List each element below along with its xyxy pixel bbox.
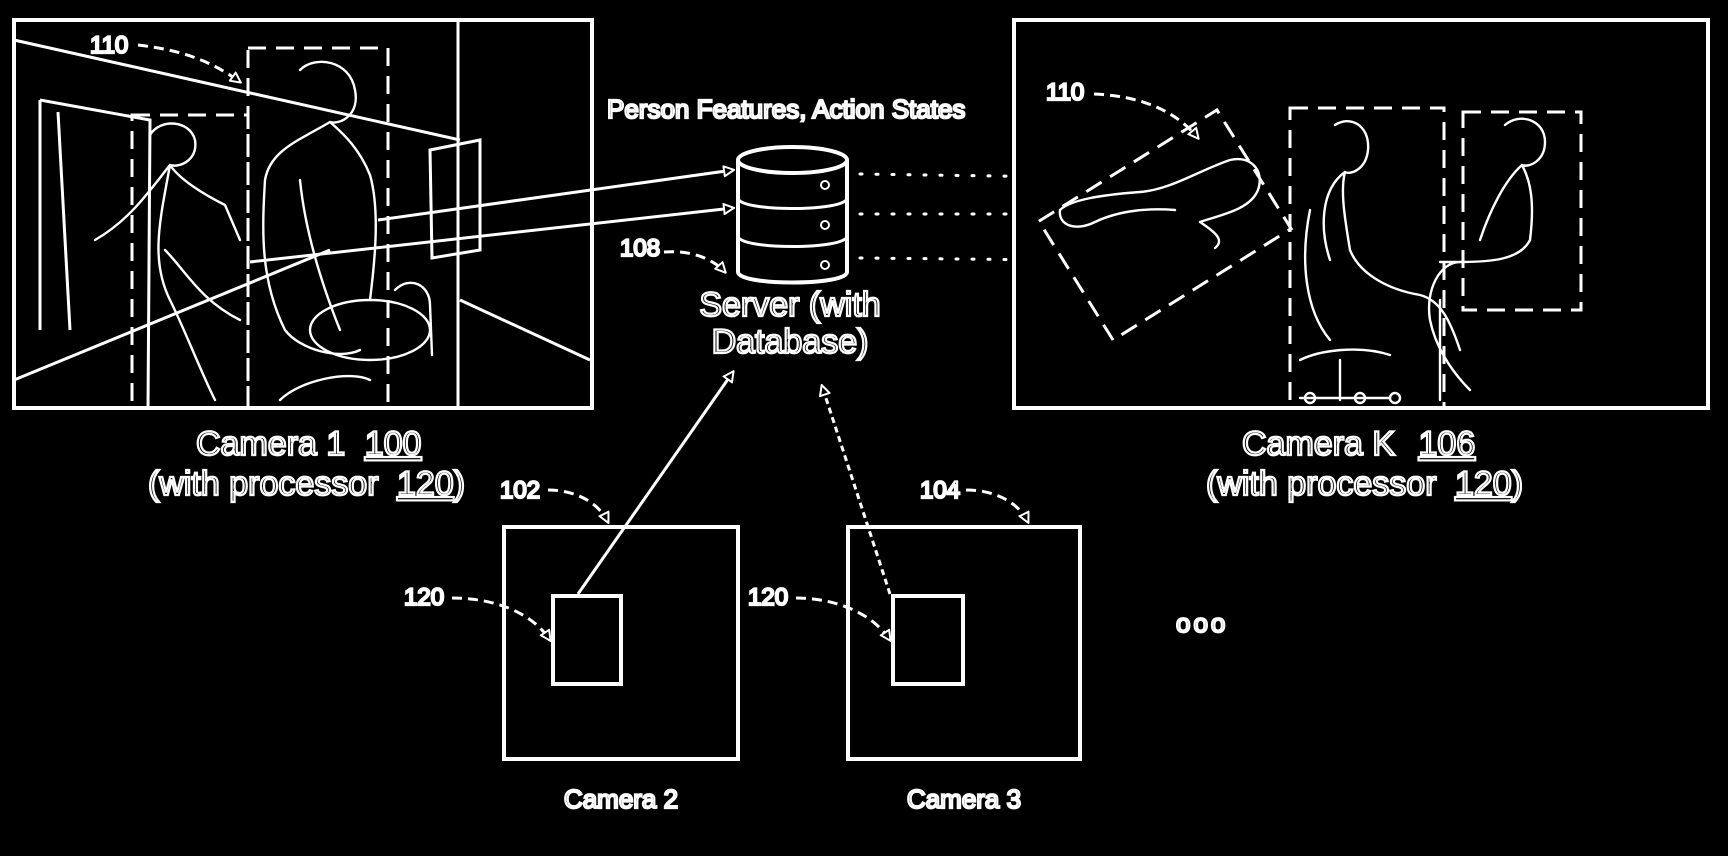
- camera-1-person-ref: 110: [90, 32, 128, 59]
- camera-k-frame: [1012, 18, 1710, 410]
- camera-2-processor-ref: 120: [404, 584, 444, 611]
- camera-1-label: Camera 1 100 (with processor 120): [147, 424, 466, 504]
- camera-k-ref: 106: [1419, 425, 1476, 463]
- camera-1-detection-box-right: [246, 46, 390, 410]
- more-cameras-ellipsis: ooo: [1176, 608, 1228, 638]
- camera-2-to-server-arrow: [576, 372, 733, 595]
- svg-text:Camera K 106: Camera K 106: [1242, 425, 1475, 463]
- server-database: Person Features, Action States 108 Serve…: [606, 93, 967, 362]
- camera-1-to-server-arrow-top: [377, 170, 733, 222]
- camera-3-ref: 104: [920, 477, 960, 504]
- camera-1-panel: 110: [12, 18, 594, 410]
- camera-k-scene: [1036, 106, 1583, 410]
- camera-k-person-ref: 110: [1046, 79, 1084, 106]
- camera-2-label: Camera 2: [564, 784, 678, 814]
- camera-k-label-prefix: Camera K: [1242, 425, 1395, 463]
- camera-3: 104 120 Camera 3: [747, 476, 1082, 815]
- database-icon: [736, 145, 849, 285]
- camera-1-processor-prefix: (with processor: [148, 465, 379, 503]
- camera-3-label: Camera 3: [907, 784, 1021, 814]
- features-label: Person Features, Action States: [607, 94, 965, 124]
- camera-k-detection-box-middle: [1288, 106, 1446, 410]
- camera-2-ref: 102: [500, 477, 540, 504]
- camera-k-processor-suffix: ): [1512, 465, 1523, 503]
- camera-1-label-prefix: Camera 1: [196, 425, 345, 463]
- camera-2-processor: [551, 594, 623, 686]
- camera-1-scene: [13, 20, 591, 410]
- camera-3-processor: [891, 594, 965, 686]
- svg-text:Camera 1 100: Camera 1 100: [196, 425, 421, 463]
- server-label-line2: Database): [712, 323, 869, 361]
- camera-1-frame: [12, 18, 594, 410]
- camera-k-label: Camera K 106 (with processor 120): [1205, 424, 1524, 504]
- camera-1-processor-ref: 120: [397, 465, 454, 503]
- camera-k-detection-box-right: [1461, 110, 1583, 312]
- camera-3-to-server-arrow: [822, 386, 892, 595]
- camera-k-detection-box-lying: [1036, 107, 1294, 343]
- server-ref: 108: [620, 235, 660, 262]
- camera-1-to-server-arrow-bottom: [249, 208, 733, 264]
- camera-2: 102 120 Camera 2: [403, 476, 740, 815]
- server-to-camera-k-link-3: [858, 256, 1260, 264]
- camera-k-processor-prefix: (with processor: [1206, 465, 1437, 503]
- camera-1-ref: 100: [365, 425, 422, 463]
- camera-k-panel: 110: [1012, 18, 1710, 410]
- camera-k-processor-ref: 120: [1455, 465, 1512, 503]
- svg-text:(with processor 120): (with processor 120): [148, 465, 465, 503]
- server-label-line1: Server (with: [699, 286, 880, 324]
- camera-3-processor-ref: 120: [748, 584, 788, 611]
- camera-1-processor-suffix: ): [454, 465, 465, 503]
- svg-text:(with processor 120): (with processor 120): [1206, 465, 1523, 503]
